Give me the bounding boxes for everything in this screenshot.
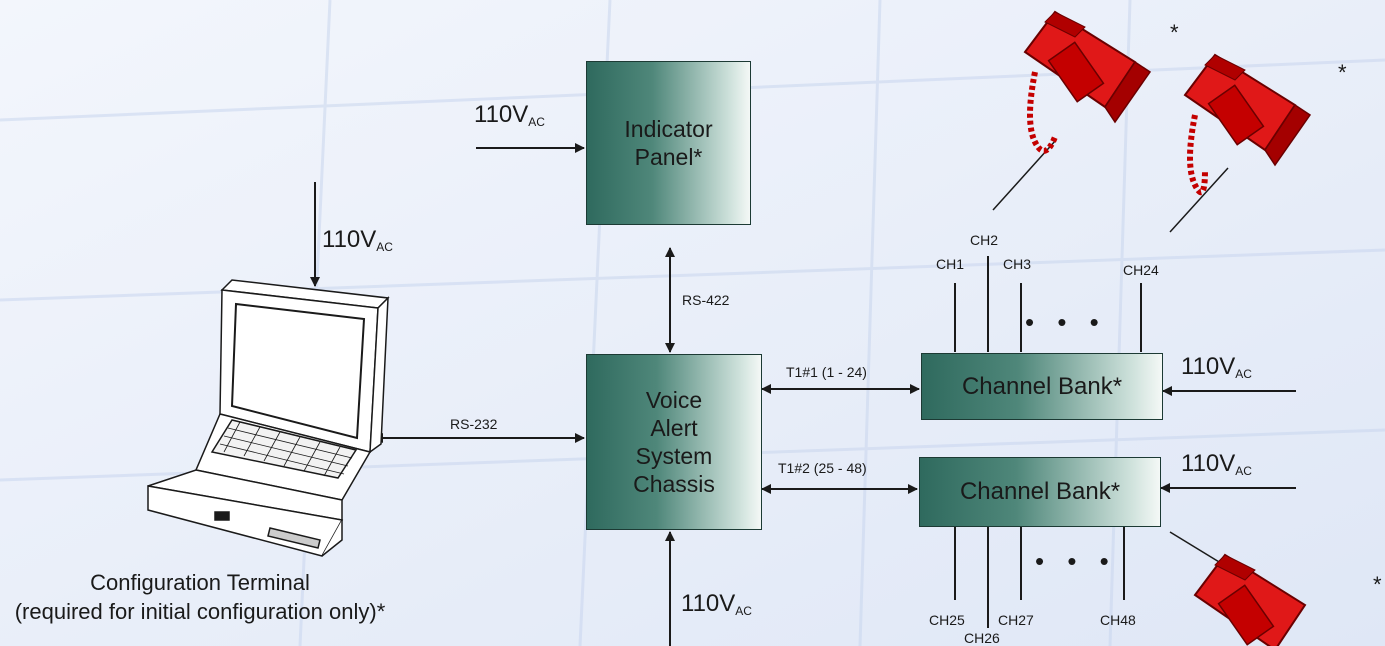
power-label-indicator: 110VAC [474, 101, 545, 129]
red-phone-icon-1 [1023, 10, 1152, 154]
channel-lines-bank2 [954, 526, 1125, 628]
voice-alert-chassis-label: Voice Alert System Chassis [633, 387, 715, 497]
channel-label-ch25: CH25 [929, 612, 965, 628]
channel-lines-bank1 [954, 256, 1142, 352]
asterisk-phone-1: * [1170, 20, 1179, 45]
channel-label-ch3: CH3 [1003, 256, 1032, 272]
t1-1-label: T1#1 (1 - 24) [786, 364, 867, 380]
terminal-caption: Configuration Terminal (required for ini… [0, 568, 400, 626]
asterisk-phone-2: * [1338, 60, 1347, 85]
channel-label-ch27: CH27 [998, 612, 1034, 628]
red-phone-icon-2 [1183, 53, 1312, 196]
channel-label-ch24: CH24 [1123, 262, 1159, 278]
asterisk-phone-3: * [1373, 572, 1382, 597]
indicator-panel-box: Indicator Panel* [586, 61, 751, 225]
power-label-bank2: 110VAC [1181, 450, 1252, 478]
terminal-caption-line1: Configuration Terminal [90, 570, 310, 595]
voice-alert-chassis-box: Voice Alert System Chassis [586, 354, 762, 530]
rs422-label: RS-422 [682, 292, 730, 308]
channel-bank-1-box: Channel Bank* [921, 353, 1163, 420]
channel-bank-2-box: Channel Bank* [919, 457, 1161, 527]
channel-label-ch26: CH26 [964, 630, 1000, 646]
channel-bank-1-label: Channel Bank* [961, 372, 1123, 400]
red-phone-icon-3 [1193, 553, 1307, 646]
terminal-caption-line2: (required for initial configuration only… [14, 599, 386, 624]
rs232-label: RS-232 [450, 416, 498, 432]
t1-2-label: T1#2 (25 - 48) [778, 460, 867, 476]
channel-bank-2-label: Channel Bank* [959, 478, 1121, 505]
channel-label-ch48: CH48 [1100, 612, 1136, 628]
channel-ellipsis-top: • • • [1025, 307, 1107, 337]
laptop-icon [147, 279, 390, 557]
channel-label-ch1: CH1 [936, 256, 965, 272]
indicator-panel-label: Indicator Panel* [624, 116, 713, 170]
power-label-terminal: 110VAC [322, 226, 393, 254]
power-label-chassis: 110VAC [681, 590, 752, 618]
channel-label-ch2: CH2 [970, 232, 999, 248]
power-label-bank1: 110VAC [1181, 353, 1252, 381]
channel-ellipsis-bottom: • • • [1035, 546, 1117, 576]
